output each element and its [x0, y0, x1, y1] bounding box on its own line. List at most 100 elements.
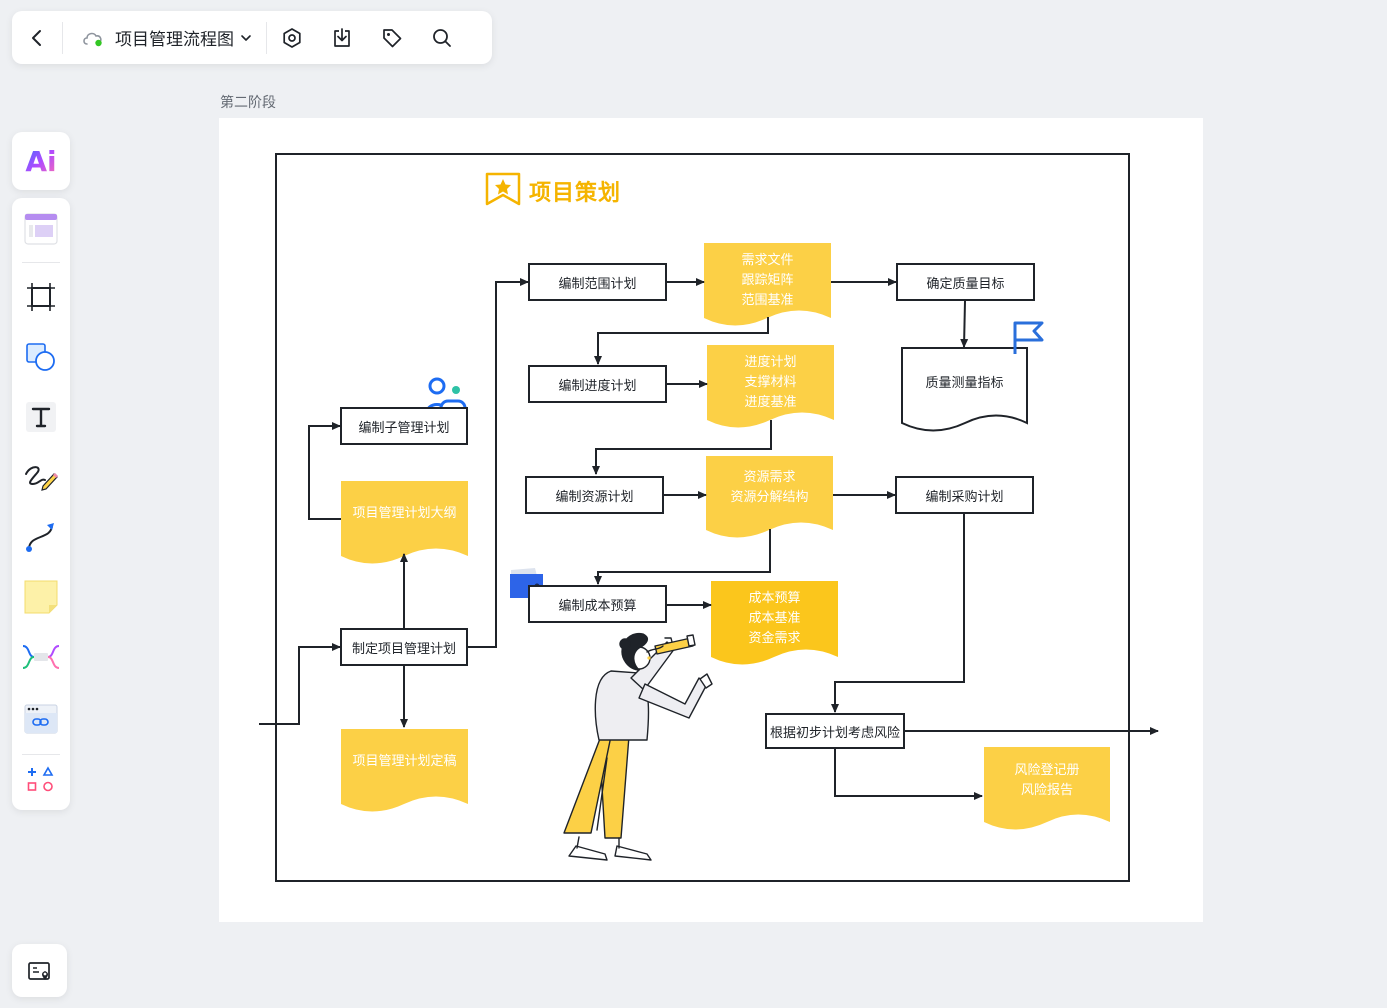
doc-shape-d2 [707, 345, 834, 428]
connector [594, 317, 769, 365]
more-shapes-icon [27, 766, 54, 792]
connector [960, 300, 969, 348]
connector-icon [26, 523, 54, 552]
diagram-canvas[interactable]: 项目策划 编制范围计划 编制进度计划 编制资源计划 编制成本预算 编制子管理计划… [219, 118, 1203, 922]
diagram-title[interactable]: 项目策划 [529, 181, 622, 206]
document-title-dropdown[interactable]: 项目管理流程图 [63, 11, 266, 64]
shape-tool[interactable] [12, 332, 70, 382]
back-button[interactable] [12, 11, 62, 64]
mindmap-icon [22, 645, 60, 669]
settings-button[interactable] [267, 11, 317, 64]
doc-shape-d3 [706, 456, 833, 538]
link-embed-icon [24, 704, 58, 734]
download-button[interactable] [317, 11, 367, 64]
illustration-person-telescope [563, 632, 713, 861]
flag-icon [1013, 321, 1044, 354]
text-icon [26, 402, 56, 432]
ai-assistant-button[interactable]: Ai [12, 132, 70, 190]
node-risk[interactable]: 根据初步计划考虑风险 [765, 713, 905, 749]
doc-shape-d4 [711, 581, 838, 665]
template-icon [24, 213, 58, 245]
toolbar-divider [62, 21, 63, 54]
connector [259, 643, 341, 725]
doc-cost[interactable]: 成本预算 成本基准 资金需求 [711, 581, 838, 657]
node-cost-budget[interactable]: 编制成本预算 [528, 585, 667, 623]
tag-icon [383, 28, 402, 47]
doc-line: 项目管理计划定稿 [352, 754, 457, 769]
settings-icon [283, 27, 301, 48]
minimap-icon [27, 961, 50, 980]
frame-tool[interactable] [12, 272, 70, 322]
search-button[interactable] [417, 11, 467, 64]
doc-shape-quality-metric [901, 347, 1028, 432]
pen-tool[interactable] [12, 452, 70, 502]
search-icon [433, 28, 451, 47]
template-tool[interactable] [12, 204, 70, 254]
doc-line: 项目管理计划大纲 [352, 506, 457, 521]
doc-line: 范围基准 [741, 292, 794, 308]
toolbar-divider [266, 21, 267, 54]
node-make-pm-plan[interactable]: 制定项目管理计划 [340, 628, 468, 666]
doc-line: 资金需求 [748, 631, 801, 646]
cloud-sync-icon [83, 32, 102, 46]
connector [831, 514, 965, 713]
doc-line: 资源需求 [743, 470, 796, 485]
doc-shape-outline [341, 481, 468, 564]
sticky-note-icon [24, 580, 58, 614]
doc-line: 支撑材料 [744, 374, 797, 390]
node-resource-plan[interactable]: 编制资源计划 [525, 476, 664, 514]
doc-line: 风险登记册 [1014, 763, 1080, 778]
download-icon [334, 27, 350, 47]
doc-line: 成本基准 [748, 611, 801, 626]
back-icon [32, 29, 41, 46]
connector-tool[interactable] [12, 512, 70, 562]
text-tool[interactable] [12, 392, 70, 442]
document-title: 项目管理流程图 [115, 30, 234, 50]
node-sub-plan[interactable]: 编制子管理计划 [340, 407, 468, 445]
node-quality-metric[interactable]: 质量测量指标 [925, 375, 1004, 391]
top-toolbar: 项目管理流程图 [12, 11, 492, 64]
connector [308, 422, 341, 520]
frame-label[interactable]: 第二阶段 [220, 95, 276, 111]
mindmap-tool[interactable] [12, 632, 70, 682]
doc-shape-risk [984, 747, 1110, 830]
doc-resources[interactable]: 资源需求 资源分解结构 [706, 456, 833, 520]
link-embed-tool[interactable] [12, 694, 70, 744]
node-progress-plan[interactable]: 编制进度计划 [528, 365, 667, 403]
document-shapes [341, 243, 1110, 830]
doc-pm-final[interactable]: 项目管理计划定稿 [341, 729, 468, 795]
connector [592, 420, 772, 475]
diagram-border [275, 153, 1130, 882]
tool-divider [22, 754, 60, 755]
chevron-down-icon [241, 34, 251, 41]
doc-schedule[interactable]: 进度计划 支撑材料 进度基准 [707, 345, 834, 420]
node-procurement[interactable]: 编制采购计划 [895, 476, 1034, 514]
connectors [259, 278, 1159, 800]
shape-icon [26, 343, 55, 371]
doc-risk[interactable]: 风险登记册 风险报告 [984, 747, 1110, 815]
doc-line: 需求文件 [741, 252, 794, 268]
doc-shape-final [341, 729, 468, 812]
sticky-note-tool[interactable] [12, 572, 70, 622]
left-toolbar [12, 198, 70, 810]
doc-line: 成本预算 [748, 591, 801, 606]
connector [594, 529, 771, 585]
doc-pm-outline[interactable]: 项目管理计划大纲 [341, 481, 468, 547]
star-badge-icon [485, 172, 521, 206]
connector-layer [259, 153, 1159, 882]
doc-line: 进度基准 [744, 394, 797, 410]
minimap-button[interactable] [12, 944, 67, 997]
tag-button[interactable] [367, 11, 417, 64]
doc-line: 进度计划 [744, 354, 797, 370]
doc-requirements[interactable]: 需求文件 跟踪矩阵 范围基准 [704, 243, 831, 318]
node-scope-plan[interactable]: 编制范围计划 [528, 263, 667, 301]
doc-line: 风险报告 [1020, 783, 1073, 798]
pen-icon [25, 466, 59, 491]
connector [834, 749, 983, 800]
more-shapes-tool[interactable] [12, 755, 70, 805]
ai-icon: Ai [25, 144, 57, 178]
tool-divider [22, 262, 60, 263]
node-quality-goal[interactable]: 确定质量目标 [896, 263, 1035, 301]
doc-shape-d1 [704, 243, 831, 326]
doc-line: 资源分解结构 [730, 490, 809, 505]
